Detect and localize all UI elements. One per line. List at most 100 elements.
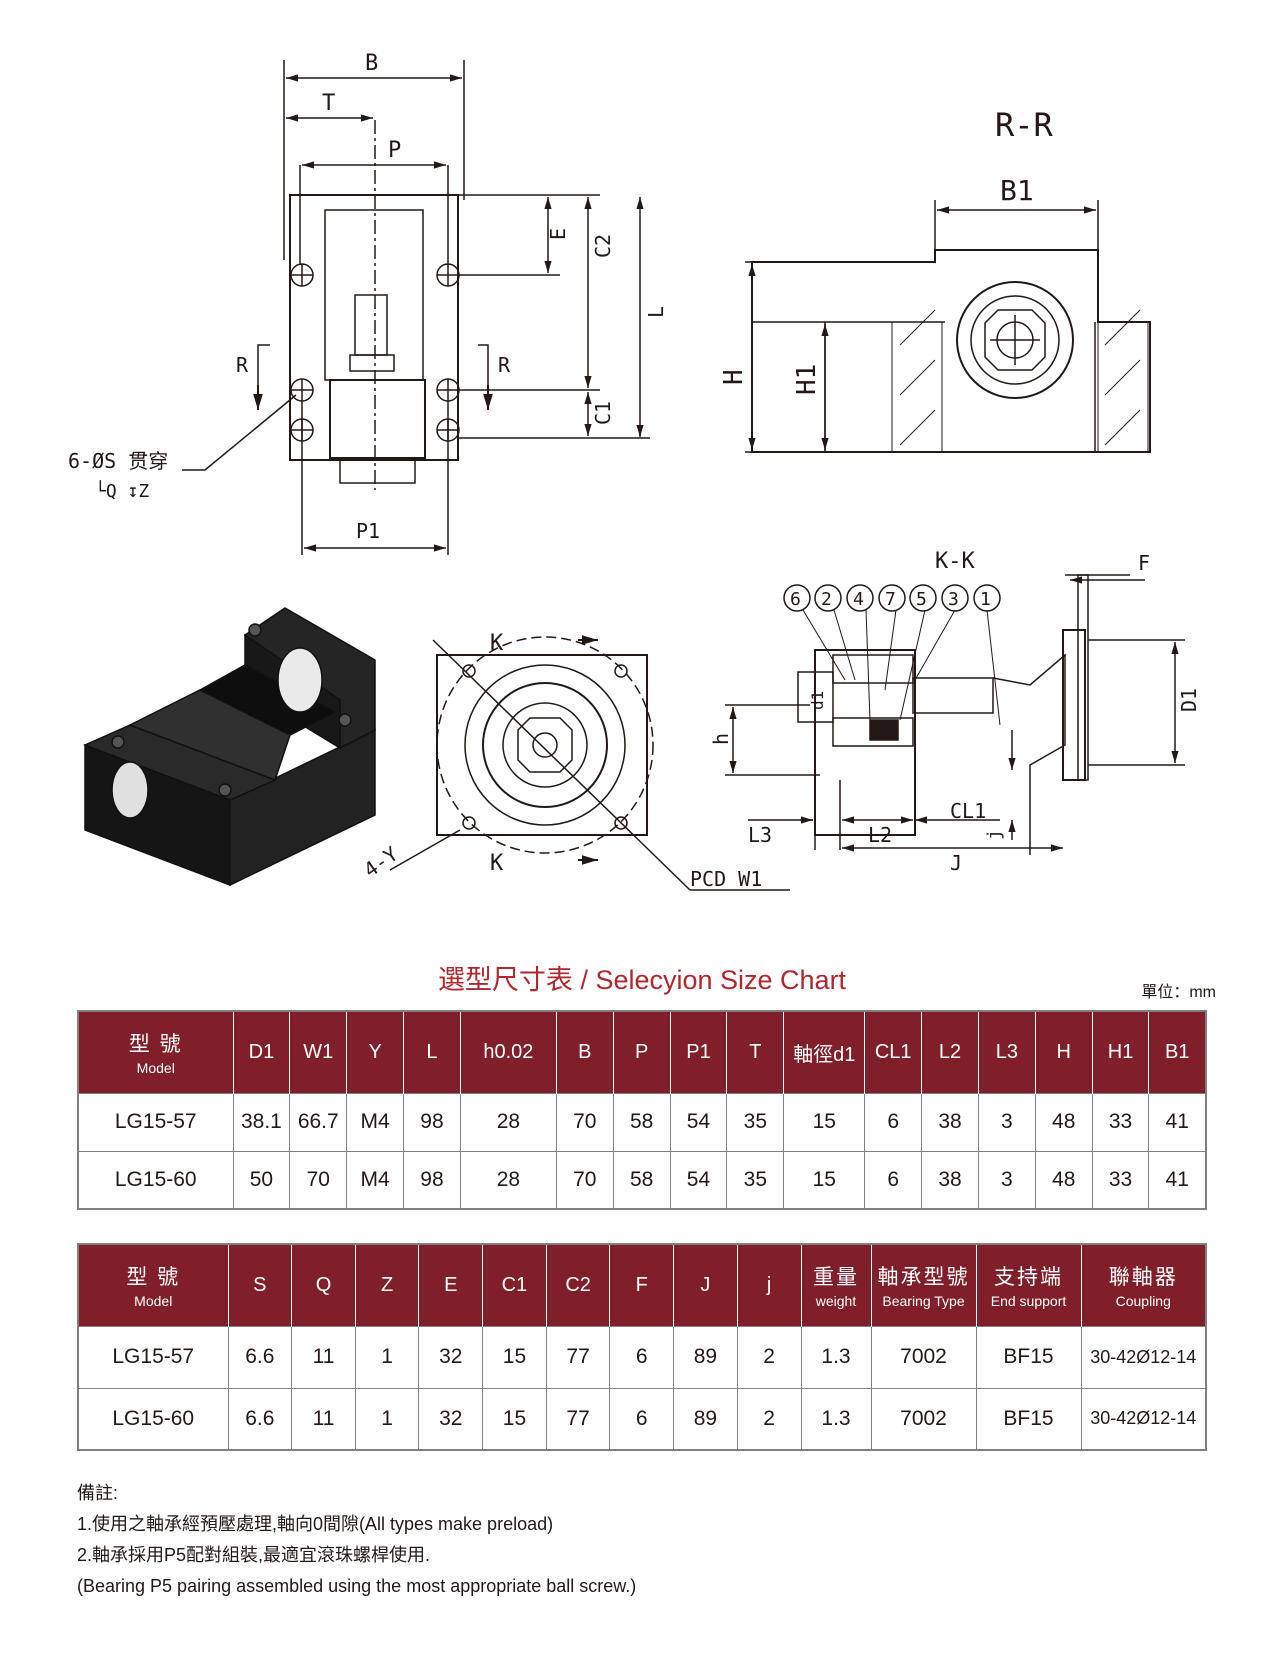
table-cell: 15 (482, 1387, 547, 1451)
header-end-support-en: End support (990, 1293, 1067, 1310)
chart-title: 選型尺寸表 / Selecyion Size Chart (437, 965, 847, 995)
table-cell: 11 (291, 1387, 356, 1451)
dim-E: E (546, 228, 570, 240)
table-cell: 6.6 (227, 1325, 293, 1389)
dim-J: J (950, 851, 962, 875)
header-weight-cn: 重量 (813, 1266, 859, 1290)
table-cell: BF15 (975, 1387, 1082, 1451)
note-line-3: (Bearing P5 pairing assembled using the … (77, 1576, 637, 1596)
table-cell: 28 (459, 1092, 557, 1152)
table-cell: 89 (673, 1325, 738, 1389)
model-header-en: Model (136, 1060, 175, 1077)
model-header-en: Model (134, 1293, 173, 1310)
table-cell: 77 (545, 1387, 611, 1451)
header-d1: 軸徑d1 (783, 1011, 866, 1093)
dim-P1: P1 (356, 519, 380, 543)
header-T: T (726, 1011, 785, 1093)
table-cell: 15 (482, 1325, 547, 1389)
table-cell: 58 (612, 1150, 671, 1210)
table-cell: 38 (921, 1092, 979, 1152)
table-cell: 32 (418, 1325, 484, 1389)
dim-P: P (388, 138, 401, 163)
table-cell: 48 (1034, 1092, 1093, 1152)
header-end-support-cn: 支持端 (994, 1266, 1063, 1290)
table-cell: 6 (864, 1092, 923, 1152)
table-cell: 70 (555, 1092, 614, 1152)
size-table-1: 型 號 Model D1 W1 Y L h0.02 B P P1 T 軸徑d1 … (77, 1010, 1207, 1210)
table-cell: 7002 (870, 1387, 977, 1451)
balloon-6: 6 (790, 589, 801, 610)
dim-CL1: CL1 (950, 799, 986, 823)
notes-section: 備註: 1.使用之軸承經預壓處理,軸向0間隙(All types make pr… (77, 1478, 636, 1602)
table-cell: 58 (612, 1092, 671, 1152)
header-F: F (609, 1244, 675, 1326)
dim-PCD-W1: PCD W1 (690, 867, 762, 891)
model-header: 型 號 Model (78, 1244, 229, 1326)
dim-H1: H1 (792, 364, 822, 395)
header-coupling-cn: 聯軸器 (1108, 1266, 1178, 1290)
dim-F: F (1138, 551, 1150, 575)
isometric-bracket-image (83, 607, 376, 887)
model-header-cn: 型 號 (128, 1033, 183, 1057)
table-cell: 33 (1091, 1150, 1150, 1210)
dim-h: h (709, 733, 733, 745)
section-rr-drawing: R-R B1 H H1 (719, 106, 1151, 453)
table-cell: M4 (346, 1092, 405, 1152)
table-cell: 15 (783, 1150, 866, 1210)
table-cell: 3 (977, 1150, 1036, 1210)
header-L2: L2 (921, 1011, 979, 1093)
table-cell: 77 (545, 1325, 611, 1389)
cell-model: LG15-57 (77, 1325, 229, 1389)
dim-C1: C1 (591, 401, 615, 425)
cut-K-top: K (490, 631, 504, 656)
table-cell: 1 (354, 1387, 420, 1451)
dim-D1: D1 (1177, 688, 1201, 712)
header-B1: B1 (1148, 1011, 1206, 1093)
table-cell: 6 (609, 1325, 675, 1389)
header-j: j (736, 1244, 802, 1326)
dim-B: B (365, 51, 378, 76)
header-D1: D1 (232, 1011, 291, 1093)
table-cell: 30-42Ø12-14 (1080, 1387, 1207, 1451)
header-weight-en: weight (815, 1293, 857, 1310)
table-cell: 48 (1034, 1150, 1093, 1210)
table-cell: 2 (736, 1387, 802, 1451)
header-P1: P1 (669, 1011, 728, 1093)
table-cell: 2 (736, 1325, 802, 1389)
header-P: P (612, 1011, 671, 1093)
table-cell: 98 (403, 1092, 461, 1152)
cut-R-left: R (236, 353, 249, 377)
dim-L: L (644, 306, 668, 318)
header-J: J (673, 1244, 738, 1326)
model-header: 型 號 Model (78, 1011, 234, 1093)
header-end-support: 支持端 End support (975, 1244, 1082, 1326)
header-Y: Y (346, 1011, 405, 1093)
table-cell: 1.3 (800, 1325, 872, 1389)
table-cell: 32 (418, 1387, 484, 1451)
table-cell: 6 (609, 1387, 675, 1451)
table-cell: 54 (669, 1150, 728, 1210)
section-rr-title: R-R (995, 106, 1054, 144)
hole-note-sub: └Q ↧Z (95, 480, 149, 502)
table-row: LG15-60 50 70 M4 98 28 70 58 54 35 15 6 … (77, 1150, 1207, 1210)
table-cell: 66.7 (289, 1092, 348, 1152)
dim-j: j (984, 829, 1005, 840)
table-cell: 28 (459, 1150, 557, 1210)
balloon-3: 3 (948, 589, 959, 610)
table-cell: 98 (403, 1150, 461, 1210)
table-cell: 3 (977, 1092, 1036, 1152)
dim-H: H (719, 369, 749, 385)
header-E: E (418, 1244, 484, 1326)
table-cell: 1.3 (800, 1387, 872, 1451)
dim-L3: L3 (748, 823, 772, 847)
cut-R-right: R (498, 353, 511, 377)
header-C1: C1 (482, 1244, 547, 1326)
note-line-2: 2.軸承採用P5配對組裝,最適宜滾珠螺桿使用. (77, 1545, 431, 1565)
part-balloons: 6 2 4 7 5 3 1 (783, 584, 1001, 726)
header-H1: H1 (1091, 1011, 1150, 1093)
table-cell: 70 (289, 1150, 348, 1210)
table-cell: 7002 (870, 1325, 977, 1389)
table-cell: 35 (726, 1150, 785, 1210)
table-cell: 6 (864, 1150, 923, 1210)
balloon-7: 7 (885, 589, 896, 610)
